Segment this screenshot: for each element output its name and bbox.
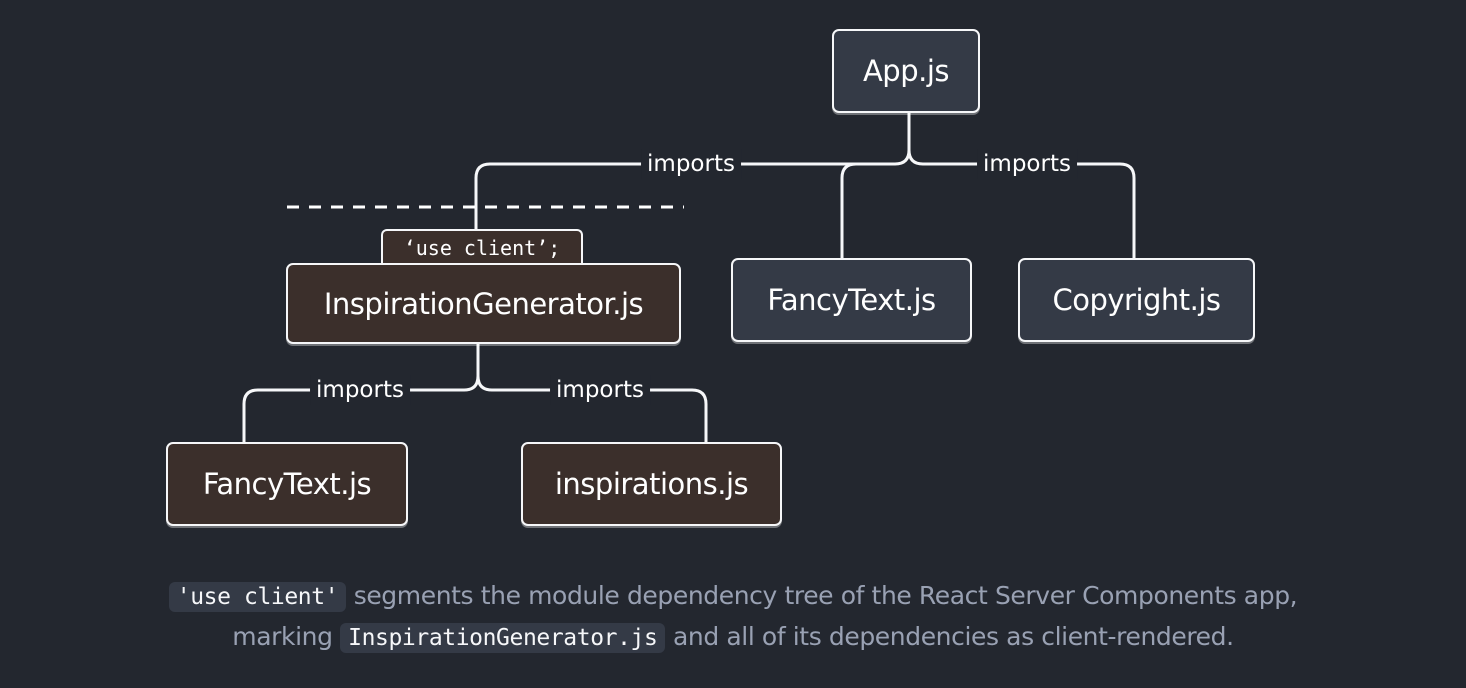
caption-text: and all of its dependencies as client-re…	[665, 622, 1234, 651]
use-client-directive-tag: ‘use client’;	[381, 229, 583, 265]
caption-text: segments the module dependency tree of t…	[346, 581, 1298, 610]
connector-app-fancytext	[840, 162, 858, 260]
edge-label-imports: imports	[550, 375, 650, 405]
inline-code-inspiration-generator: InspirationGenerator.js	[340, 623, 666, 653]
diagram-caption: 'use client' segments the module depende…	[0, 576, 1466, 658]
inline-code-use-client: 'use client'	[168, 582, 347, 612]
edge-label-imports: imports	[641, 149, 741, 179]
edge-label-imports: imports	[310, 375, 410, 405]
node-fancytext-js-client: FancyText.js	[166, 442, 408, 526]
node-app-js: App.js	[832, 29, 980, 113]
caption-text: marking	[232, 622, 341, 651]
connector-app-right	[907, 148, 1136, 260]
caption-line-1: 'use client' segments the module depende…	[0, 576, 1466, 617]
node-fancytext-js-server: FancyText.js	[731, 258, 972, 342]
connector-ig-right	[476, 374, 708, 444]
node-copyright-js: Copyright.js	[1018, 258, 1255, 342]
caption-line-2: marking InspirationGenerator.js and all …	[0, 617, 1466, 658]
dependency-tree-diagram: imports imports imports imports App.js ‘…	[166, 29, 1255, 526]
node-inspirations-js: inspirations.js	[521, 442, 782, 526]
edge-label-imports: imports	[977, 149, 1077, 179]
node-inspiration-generator-js: InspirationGenerator.js	[286, 263, 681, 344]
